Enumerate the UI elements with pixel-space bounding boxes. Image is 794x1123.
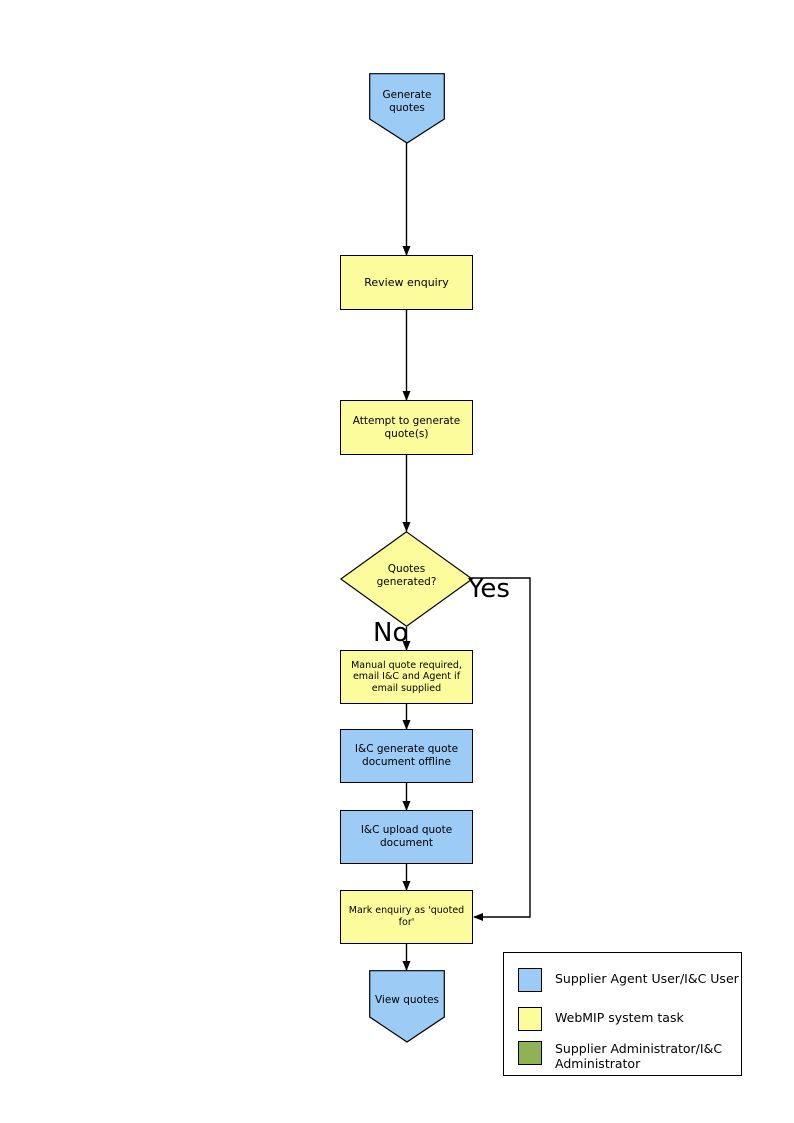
legend-swatch-green [518,1041,542,1065]
legend: Supplier Agent User/I&C User WebMIP syst… [503,952,742,1076]
node-label: Generate quotes [382,89,432,114]
node-review-enquiry[interactable]: Review enquiry [340,255,473,310]
legend-swatch-blue [518,968,542,992]
node-attempt-generate-quotes[interactable]: Attempt to generate quote(s) [340,400,473,455]
node-label: View quotes [374,994,440,1006]
edge-label-no: No [373,618,409,648]
node-generate-quotes[interactable]: Generate quotes [369,73,445,144]
node-view-quotes[interactable]: View quotes [369,970,445,1043]
edge-label-yes: Yes [468,574,510,604]
legend-label: Supplier Agent User/I&C User [555,971,739,986]
node-manual-quote-required[interactable]: Manual quote required, email I&C and Age… [340,650,473,704]
legend-item-supplier-administrator: Supplier Administrator/I&C Administrator [518,1041,722,1072]
node-label: Quotes generated? [376,563,437,588]
node-label: I&C upload quote document [360,824,453,849]
node-quotes-generated-decision[interactable]: Quotes generated? [340,531,473,627]
legend-label: Supplier Administrator/I&C Administrator [555,1041,723,1072]
node-label: Mark enquiry as 'quoted for' [348,905,465,928]
node-label: Attempt to generate quote(s) [352,414,461,440]
legend-label: WebMIP system task [555,1010,684,1025]
node-label: I&C generate quote document offline [354,743,459,768]
legend-item-webmip-system-task: WebMIP system task [518,1007,684,1031]
node-label: Review enquiry [364,275,449,289]
legend-item-supplier-agent-user: Supplier Agent User/I&C User [518,968,739,992]
legend-swatch-yellow [518,1007,542,1031]
node-ic-generate-quote-document[interactable]: I&C generate quote document offline [340,729,473,783]
node-ic-upload-quote-document[interactable]: I&C upload quote document [340,810,473,864]
node-label: Manual quote required, email I&C and Age… [351,659,462,694]
node-mark-enquiry-quoted-for[interactable]: Mark enquiry as 'quoted for' [340,890,473,944]
edge-decision-yes-to-mark [455,577,531,921]
